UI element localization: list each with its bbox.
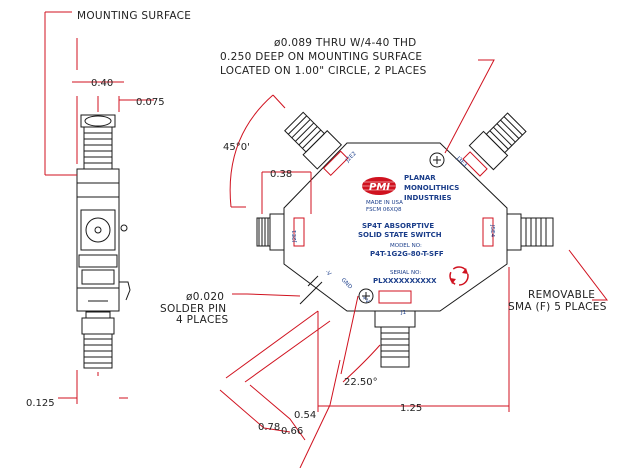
port-vneg: -V: [324, 269, 332, 277]
mounting-surface-text: MOUNTING SURFACE: [77, 10, 191, 22]
dim-0125-text: 0.125: [26, 398, 55, 409]
port-gnd: GND: [340, 277, 353, 290]
hole-note-line-3: LOCATED ON 1.00" CIRCLE, 2 PLACES: [220, 65, 427, 77]
company-line-1: PLANAR: [404, 174, 436, 182]
rotation-arrows-icon: [449, 266, 469, 286]
hole-note-line-2: 0.250 DEEP ON MOUNTING SURFACE: [220, 51, 422, 63]
connector-left: [256, 213, 305, 251]
port-vpos: +V: [360, 295, 370, 305]
side-view: [44, 11, 154, 404]
product-line-2: SOLID STATE SWITCH: [358, 231, 442, 239]
port-j1: J1: [400, 310, 406, 316]
top-view: PMI: [256, 111, 554, 368]
pmi-logo: PMI: [362, 177, 396, 195]
company-line-3: INDUSTRIES: [404, 194, 452, 202]
hole-note-line-1: ø0.089 THRU W/4-40 THD: [274, 37, 417, 49]
dimension-lines: [219, 59, 609, 468]
company-line-2: MONOLITHICS: [404, 184, 459, 192]
removable-line-2: SMA (F) 5 PLACES: [508, 301, 607, 313]
dim-054-text: 0.54: [294, 410, 316, 421]
mounting-hole-upper: [429, 152, 445, 168]
fscm-text: FSCM 06XQ8: [366, 207, 402, 213]
dim-066-text: 0.66: [281, 426, 303, 437]
product-line-1: SP4T ABSORPTIVE: [362, 222, 434, 230]
solder-pin-line-3: 4 PLACES: [176, 314, 229, 326]
port-j4: J5E4: [489, 224, 495, 238]
model-number: P4T-1G2G-80-T-SFF: [370, 250, 444, 258]
dim-038-text: 0.38: [270, 169, 292, 180]
dim-125-text: 1.25: [400, 403, 422, 414]
angle-45-text: 45°0': [223, 142, 250, 153]
serial-number: PLXXXXXXXXXX: [373, 277, 437, 285]
model-header: MODEL NO:: [390, 243, 422, 249]
solder-pin-line-2: SOLDER PIN: [160, 303, 226, 315]
dim-078-text: 0.78: [258, 422, 280, 433]
removable-line-1: REMOVABLE: [528, 289, 595, 301]
connector-right: [482, 213, 554, 251]
port-j3: J3E3: [454, 155, 468, 169]
made-in-text: MADE IN USA: [366, 200, 403, 206]
connector-upper-left: [284, 111, 349, 176]
dim-0075-text: 0.075: [136, 97, 165, 108]
angle-2250-text: 22.50°: [344, 377, 378, 388]
mounting-hole-lower: [358, 288, 374, 304]
port-j5: J2E1: [292, 230, 298, 243]
svg-text:PMI: PMI: [369, 182, 390, 193]
connector-bottom: [374, 290, 416, 368]
connector-upper-right: [462, 112, 527, 177]
solder-pin-line-1: ø0.020: [186, 291, 224, 303]
port-j2: J2E2: [344, 151, 358, 165]
dim-040-text: 0.40: [91, 78, 113, 89]
serial-header: SERIAL NO:: [390, 270, 421, 276]
